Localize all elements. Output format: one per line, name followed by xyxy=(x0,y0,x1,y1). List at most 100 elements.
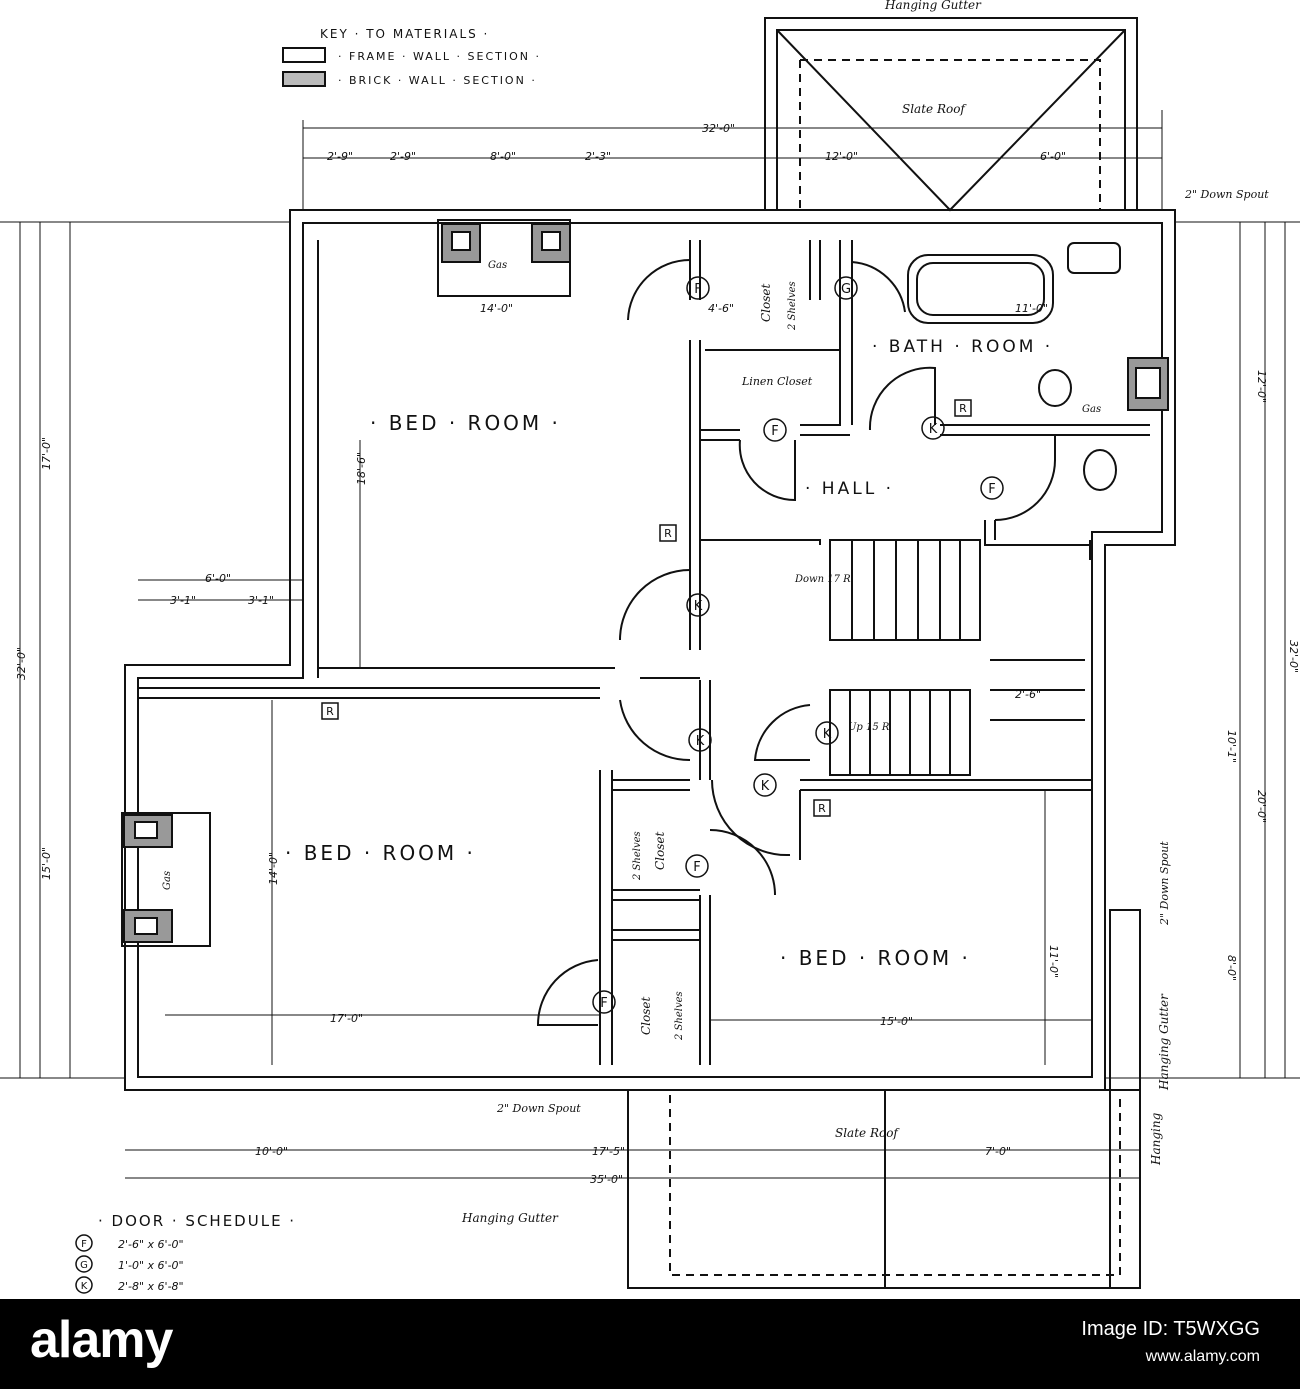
dim-left-total: 32'-0" xyxy=(15,647,28,680)
door-tag-k-3: K xyxy=(696,734,705,749)
dim-bed-sw-w: 17'-0" xyxy=(330,1012,363,1025)
slate-roof-top-label: Slate Roof xyxy=(902,102,967,116)
dim-right-a: 12'-0" xyxy=(1255,370,1268,403)
top-slate-roof xyxy=(764,17,1138,212)
door-tag-f-5: F xyxy=(600,996,607,1011)
dim-stairs-w: 2'-6" xyxy=(1015,688,1041,701)
down-spout-bottom-label: 2" Down Spout xyxy=(496,1102,581,1115)
dim-right-d: 8'-0" xyxy=(1225,955,1238,981)
alamy-logo: alamy xyxy=(30,1311,173,1369)
schedule-g-circle xyxy=(75,1255,93,1273)
door-tag-g-1: G xyxy=(841,282,851,297)
dim-left-ext-a: 3'-1" xyxy=(170,594,196,607)
register-boxes xyxy=(321,399,972,817)
floor-plan-drawing: KEY · TO MATERIALS · · FRAME · WALL · SE… xyxy=(0,0,1300,1294)
shelves-low-label: 2 Shelves xyxy=(674,991,685,1041)
closet-mid-label: Closet xyxy=(653,831,667,870)
hanging-gutter-right-label: Hanging Gutter xyxy=(1157,993,1171,1091)
dim-top-c: 8'-0" xyxy=(490,150,516,163)
schedule-f-circle xyxy=(75,1234,93,1252)
dim-bath-w: 11'-0" xyxy=(1015,302,1048,315)
dim-top-b: 2'-9" xyxy=(390,150,416,163)
door-tag-k-2: K xyxy=(694,599,703,614)
dim-left-ext-b: 3'-1" xyxy=(248,594,274,607)
bath-room-label: · BATH · ROOM · xyxy=(872,337,1053,357)
down-stairs-label: Down 17 R xyxy=(794,574,851,585)
dim-left-ext: 6'-0" xyxy=(205,572,231,585)
door-tag-f-1: F xyxy=(694,282,701,297)
dim-right-c: 20'-0" xyxy=(1255,790,1268,823)
bottom-slate-roof xyxy=(627,1089,1141,1289)
toilet-upper xyxy=(1038,369,1072,407)
register-tag-4: R xyxy=(959,402,967,415)
closet-low-label: Closet xyxy=(639,996,653,1035)
hanging-gutter-vertical-label: Hanging xyxy=(1149,1112,1163,1166)
bed-room-se-label: · BED · ROOM · xyxy=(780,946,971,970)
dim-bed-nw-h: 18'-6" xyxy=(355,452,368,485)
right-roof-edge xyxy=(1109,909,1141,1289)
dim-right-total: 32'-0" xyxy=(1287,640,1300,673)
door-tag-f-3: F xyxy=(988,482,995,497)
dim-bed-nw-w: 14'-0" xyxy=(480,302,513,315)
dim-top-e: 12'-0" xyxy=(825,150,858,163)
dim-right-b: 10'-1" xyxy=(1225,730,1238,763)
schedule-k-tag: K xyxy=(81,1281,88,1292)
hanging-gutter-bottom-label: Hanging Gutter xyxy=(461,1211,559,1225)
door-tag-k-5: K xyxy=(761,779,770,794)
dim-left-b: 15'-0" xyxy=(40,847,53,880)
slate-roof-bottom-label: Slate Roof xyxy=(835,1126,900,1140)
key-frame-label: · FRAME · WALL · SECTION · xyxy=(338,50,541,63)
door-tag-k-1: K xyxy=(929,422,938,437)
register-tag-2: R xyxy=(326,705,334,718)
register-tag-1: R xyxy=(664,527,672,540)
watermark-bar xyxy=(0,1299,1300,1389)
schedule-f-size: 2'-6" x 6'-0" xyxy=(118,1238,184,1251)
door-tag-f-2: F xyxy=(771,424,778,439)
brick-wall-key-swatch xyxy=(282,71,326,87)
shelves-mid-label: 2 Shelves xyxy=(632,831,643,881)
up-stairs-label: Up 15 R xyxy=(848,722,890,733)
dim-bottom-b: 17'-5" xyxy=(592,1145,625,1158)
image-id: Image ID: T5WXGG xyxy=(1081,1318,1260,1340)
door-swings xyxy=(536,259,1056,1026)
chimney-top xyxy=(437,219,571,297)
linen-closet-label: Linen Closet xyxy=(741,375,813,388)
stairs xyxy=(829,539,1085,776)
gas-left-label: Gas xyxy=(162,871,173,890)
sink xyxy=(1067,242,1121,274)
dim-bottom-a: 10'-0" xyxy=(255,1145,288,1158)
key-brick-label: · BRICK · WALL · SECTION · xyxy=(338,74,537,87)
alamy-url: www.alamy.com xyxy=(1145,1348,1260,1365)
closet-top-label: Closet xyxy=(759,283,773,322)
dim-top-a: 2'-9" xyxy=(327,150,353,163)
dim-bed-sw-h: 14'-0" xyxy=(267,852,280,885)
register-tag-3: R xyxy=(818,802,826,815)
toilet-lower xyxy=(1083,449,1117,491)
dimension-lines xyxy=(0,110,1300,1179)
dim-bed-se-h: 11'-0" xyxy=(1047,945,1060,978)
bed-room-sw-label: · BED · ROOM · xyxy=(285,841,476,865)
dim-bottom-total: 35'-0" xyxy=(590,1173,623,1186)
dim-top-d: 2'-3" xyxy=(585,150,611,163)
dim-bottom-c: 7'-0" xyxy=(985,1145,1011,1158)
dim-closet-w: 4'-6" xyxy=(708,302,734,315)
bathtub xyxy=(907,254,1054,324)
frame-wall-key-swatch xyxy=(282,47,326,63)
key-title: KEY · TO MATERIALS · xyxy=(320,27,489,41)
schedule-g-tag: G xyxy=(80,1260,88,1271)
down-spout-right-label: 2" Down Spout xyxy=(1158,841,1171,926)
gas-top-label: Gas xyxy=(488,260,507,271)
down-spout-top-label: 2" Down Spout xyxy=(1184,188,1269,201)
bed-room-nw-label: · BED · ROOM · xyxy=(370,411,561,435)
door-tag-f-4: F xyxy=(693,860,700,875)
chimney-left xyxy=(121,812,211,947)
hanging-gutter-top-label: Hanging Gutter xyxy=(884,0,982,12)
shelves-top-label: 2 Shelves xyxy=(787,281,798,331)
schedule-k-circle xyxy=(75,1276,93,1294)
dim-bed-se-w: 15'-0" xyxy=(880,1015,913,1028)
door-tag-k-4: K xyxy=(823,727,832,742)
schedule-f-tag: F xyxy=(81,1239,87,1250)
dim-left-a: 17'-0" xyxy=(40,437,53,470)
hall-label: · HALL · xyxy=(805,479,894,499)
